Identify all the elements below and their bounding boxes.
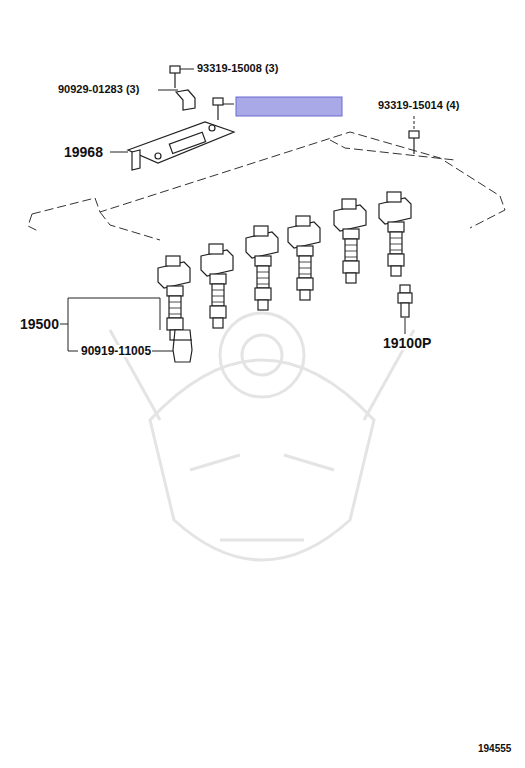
coil-part: [210, 306, 226, 318]
coil-part: [345, 251, 357, 252]
coil-part: [257, 266, 269, 288]
coil-part: [212, 290, 224, 291]
part-number: 90929-01283 (3): [57, 84, 140, 95]
part-number: 93319-15008 (3): [196, 63, 279, 74]
part-number: 90919-11005: [80, 345, 152, 357]
coil-part: [299, 268, 311, 269]
coil-part: [390, 250, 402, 251]
coil-part: [213, 318, 223, 328]
coil-part: [167, 318, 183, 330]
coil-part: [166, 256, 180, 266]
coil-part: [299, 262, 311, 263]
coil-part: [297, 278, 313, 290]
part-number: 19968: [63, 145, 104, 159]
coil-part: [255, 288, 271, 300]
coil-part: [210, 274, 226, 284]
coil-part: [390, 232, 402, 254]
bracket-19968: [128, 122, 234, 170]
coil-part: [255, 256, 271, 266]
coil-part: [257, 272, 269, 273]
highlighted-part: [236, 97, 342, 116]
coil-part: [212, 296, 224, 297]
coil-part: [169, 302, 181, 303]
spark-plug-and-sleeve: [173, 285, 412, 362]
figure-number: 194555: [477, 744, 512, 754]
coil-part: [297, 246, 313, 256]
coil-part: [257, 278, 269, 279]
engine-cover-outline: [28, 132, 505, 240]
coil-part: [346, 273, 356, 283]
coil-part: [257, 284, 269, 285]
part-number: 19500: [19, 317, 60, 331]
coil-part: [258, 300, 268, 310]
coil-part: [390, 238, 402, 239]
coil-part: [345, 239, 357, 261]
coil-part: [343, 261, 359, 273]
coil-part: [387, 192, 401, 202]
watermark: [110, 313, 414, 560]
coil-part: [343, 229, 359, 239]
leader-lines: [58, 69, 414, 351]
coil-part: [345, 257, 357, 258]
coil-part: [299, 274, 311, 275]
coil-part: [212, 302, 224, 303]
coil-part: [169, 296, 181, 318]
part-number: 19100P: [382, 336, 432, 350]
part-number: 93319-15014 (4): [377, 100, 460, 111]
coil-part: [300, 290, 310, 300]
coil-part: [388, 254, 404, 266]
coil-part: [169, 308, 181, 309]
coil-part: [212, 284, 224, 306]
coil-part: [388, 222, 404, 232]
coil-part: [296, 216, 310, 226]
ignition-coils: [158, 192, 411, 340]
coil-part: [169, 314, 181, 315]
coil-part: [390, 244, 402, 245]
coil-part: [254, 226, 268, 236]
coil-part: [209, 244, 223, 254]
coil-part: [391, 266, 401, 276]
coil-part: [167, 286, 183, 296]
coil-part: [345, 245, 357, 246]
coil-part: [299, 256, 311, 278]
coil-part: [342, 199, 356, 209]
